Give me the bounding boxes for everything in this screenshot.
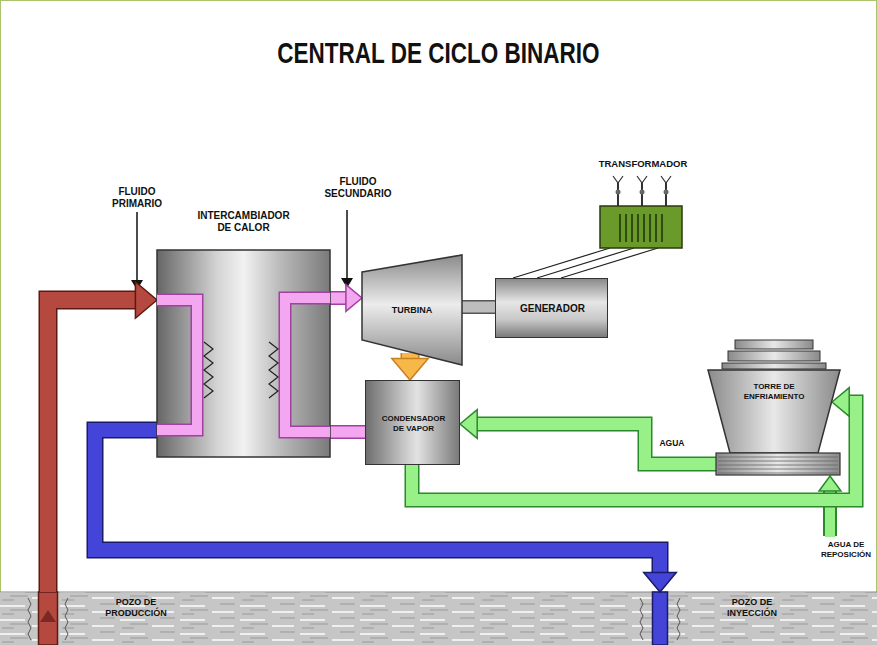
node-label: TORRE DE ENFRIAMIENTO: [744, 382, 805, 401]
exchanger-body: [157, 250, 330, 457]
node-shape: [700, 338, 848, 478]
cooling-fin: [655, 214, 657, 242]
cooling-fin: [649, 214, 651, 242]
pipe-outline: [476, 424, 716, 464]
pipe-outline: [460, 300, 495, 314]
ground-band: [0, 592, 877, 645]
basin-stripe: [718, 457, 838, 458]
tower-node: TORRE DE ENFRIAMIENTO: [700, 338, 848, 478]
transformer-node: TRANSFORMADOR: [578, 156, 708, 252]
cooling-fin: [625, 214, 627, 242]
cooling-fin: [643, 214, 645, 242]
rect-node: CONDENSADOR DE VAPOR: [365, 380, 460, 465]
pipe-fill: [330, 293, 347, 304]
production-pipe: [39, 592, 58, 645]
callout-label: FLUIDO PRIMARIO: [112, 186, 162, 210]
basin-stripe: [718, 469, 838, 470]
rect-node: GENERADOR: [495, 278, 608, 338]
node-label: CONDENSADOR DE VAPOR: [382, 414, 446, 433]
tower-outline: [708, 370, 840, 453]
node-label: INTERCAMBIADOR DE CALOR: [197, 210, 289, 234]
pipe-connector: [513, 248, 658, 278]
coil-pipe: [285, 298, 330, 432]
arrow-head: [644, 573, 677, 592]
pipe-connector: [330, 432, 365, 433]
power-line: [513, 248, 610, 278]
flow-arrow: [40, 610, 56, 622]
power-line: [561, 248, 658, 278]
leader-line: [136, 212, 138, 281]
insulator-disc: [616, 190, 621, 195]
well-zone: POZO DE INYECCIÓN: [640, 592, 810, 645]
basin-stripe: [718, 473, 838, 474]
insulator-disc: [664, 190, 669, 195]
pipe-connector: [330, 285, 362, 312]
node-label: GENERADOR: [520, 303, 585, 315]
turbine-node: TURBINA: [362, 255, 462, 365]
pipe-outline: [330, 291, 347, 305]
coil-pipe: [285, 298, 330, 432]
arrow-head: [392, 358, 428, 380]
node-label: TRANSFORMADOR: [599, 158, 688, 169]
edge-label: AGUA: [657, 438, 686, 448]
ground-line: [0, 592, 877, 593]
arrow-head: [460, 410, 477, 439]
diagram-title: CENTRAL DE CICLO BINARIO: [110, 36, 768, 70]
pipe-fill: [460, 302, 495, 313]
node-label: POZO DE PRODUCCIÓN: [105, 597, 167, 619]
pipe-fill: [476, 424, 716, 464]
pipe-connector: [460, 307, 495, 308]
makeup-arrow: [819, 476, 841, 491]
tower-cap: [722, 363, 826, 369]
cooling-fin: [631, 214, 633, 242]
pipe-connector: [460, 410, 716, 464]
pipe-outline: [330, 425, 365, 439]
insulator-top: [637, 176, 647, 183]
cooling-fin: [661, 214, 663, 242]
node-shape: [578, 156, 708, 252]
node-label: POZO DE INYECCIÓN: [727, 597, 777, 619]
leader-line: [346, 210, 348, 279]
tower-cap: [728, 351, 820, 361]
exchanger-node: INTERCAMBIADOR DE CALOR: [157, 250, 330, 457]
basin-stripe: [718, 461, 838, 462]
insulator-top: [661, 176, 671, 183]
node-shape: [157, 250, 330, 457]
cooling-fin: [637, 214, 639, 242]
turbine-outline: [362, 255, 462, 365]
heat-coil: [269, 342, 278, 398]
pipe-fill: [330, 427, 365, 438]
transformer-body: [600, 206, 682, 248]
injection-pipe: [653, 592, 668, 645]
insulator-disc: [640, 190, 645, 195]
cooling-fin: [619, 214, 621, 242]
power-line: [537, 248, 634, 278]
well-zone: POZO DE PRODUCCIÓN: [30, 592, 205, 645]
tower-basin: [716, 453, 840, 475]
coil-pipe: [157, 300, 197, 430]
callout-label: AGUA DE REPOSICIÓN: [821, 540, 871, 559]
pipe-connector: [392, 353, 428, 380]
callout-label: FLUIDO SECUNDARIO: [324, 176, 391, 200]
coil-pipe: [157, 300, 197, 430]
insulator-top: [613, 176, 623, 183]
tower-cap: [735, 340, 813, 349]
basin-stripe: [718, 465, 838, 466]
heat-coil: [204, 342, 213, 398]
arrow-head: [346, 285, 362, 312]
node-label: TURBINA: [392, 305, 433, 316]
arrow-head: [135, 282, 157, 318]
